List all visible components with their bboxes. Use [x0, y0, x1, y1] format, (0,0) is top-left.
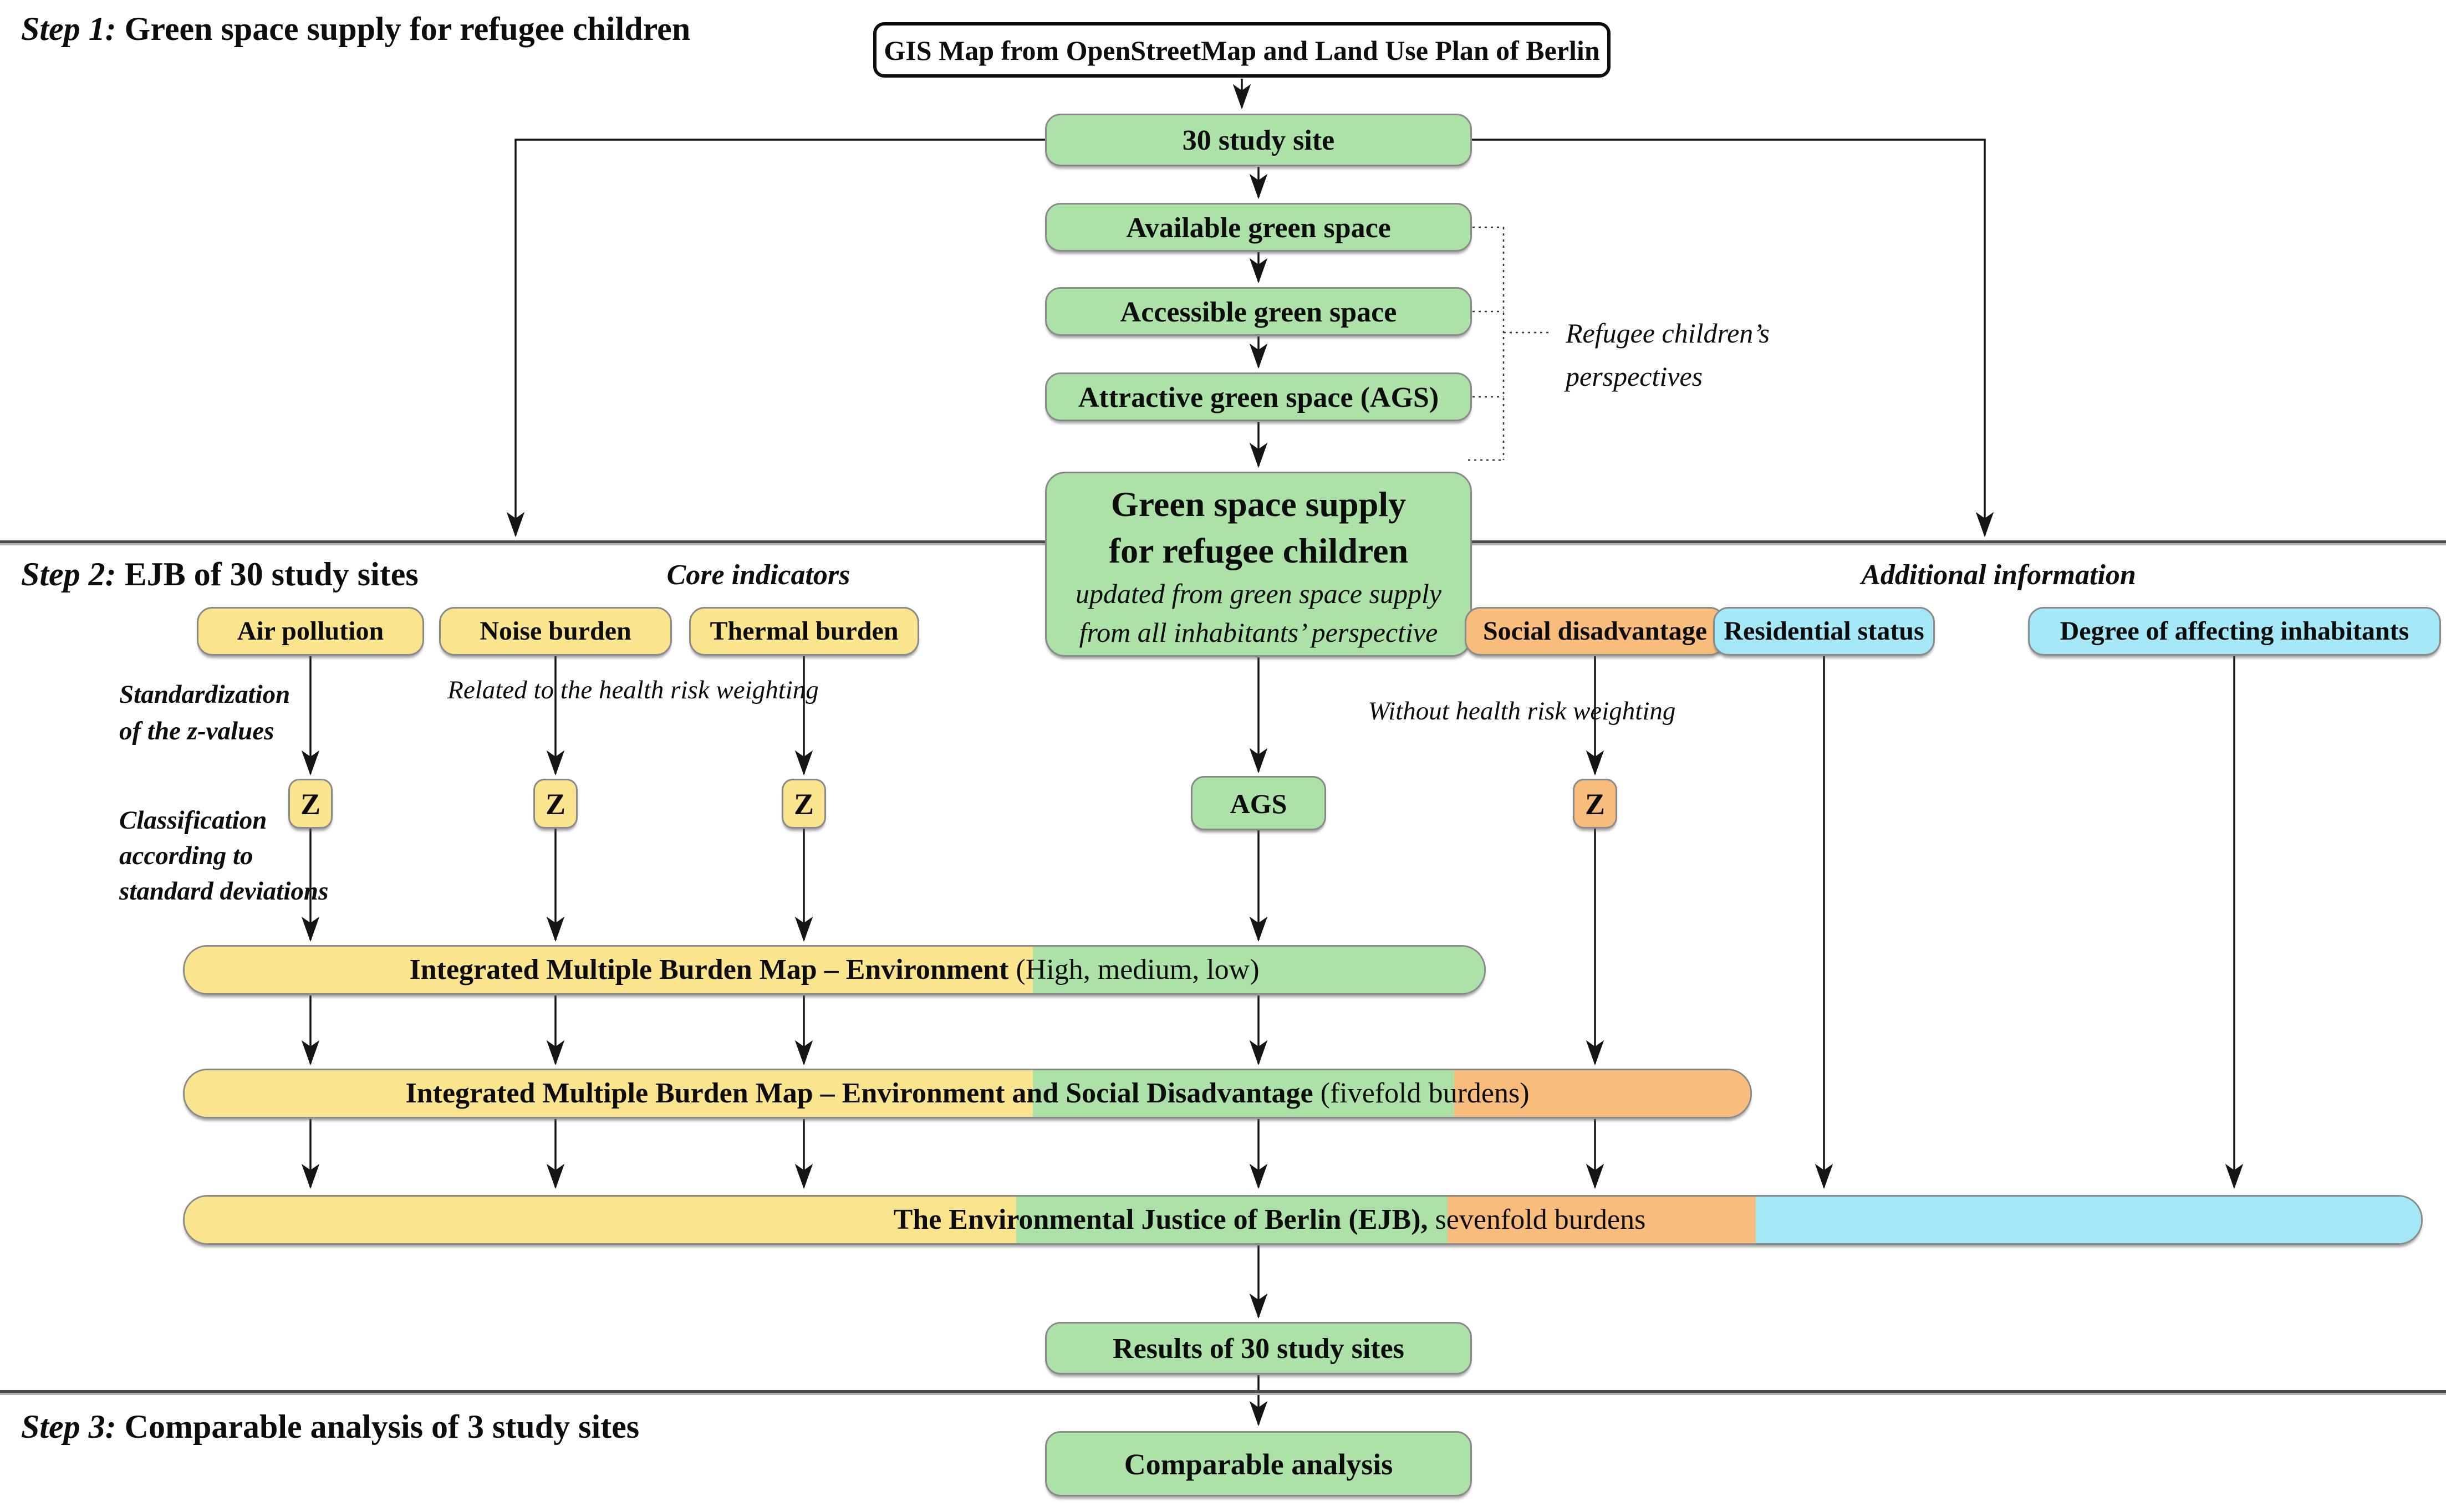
- related-weighting-note: Related to the health risk weighting: [447, 676, 819, 704]
- step2-title: Step 2: EJB of 30 study sites: [21, 555, 419, 594]
- classification-line3: standard deviations: [119, 877, 329, 906]
- supply-title-line1: Green space supply: [1110, 484, 1407, 524]
- thermal-burden-box: Thermal burden: [689, 607, 919, 656]
- additional-information-header: Additional information: [1861, 559, 2136, 591]
- step3-prefix: Step 3:: [21, 1408, 116, 1445]
- z-score-noise-box: Z: [533, 779, 578, 829]
- bar3-green-space-segment: [1016, 1197, 1448, 1243]
- bar1-label-rest: (High, medium, low): [1008, 954, 1260, 985]
- bar2-green-space-segment: [1033, 1070, 1454, 1117]
- ags-box: AGS: [1191, 776, 1326, 830]
- without-weighting-note: Without health risk weighting: [1368, 697, 1676, 726]
- comparable-analysis-box: Comparable analysis: [1045, 1431, 1472, 1496]
- bar1-green-space-segment: [1033, 947, 1484, 993]
- available-green-space-box: Available green space: [1045, 203, 1472, 252]
- supply-subtitle-line1: updated from green space supply: [1075, 578, 1442, 609]
- refugee-perspective-bracket: [1468, 226, 1552, 461]
- bar3-label-bold: The Environmental Justice of Berlin (EJB…: [893, 1204, 1428, 1235]
- step2-prefix: Step 2:: [21, 556, 116, 592]
- residential-status-box: Residential status: [1713, 607, 1935, 656]
- step1-prefix: Step 1:: [21, 11, 116, 47]
- bar2-label: Integrated Multiple Burden Map – Environ…: [183, 1069, 1752, 1118]
- bar3-social-segment: [1448, 1197, 1756, 1243]
- refugee-perspectives-note: Refugee children’s perspectives: [1566, 311, 1770, 398]
- bar2-label-bold: Integrated Multiple Burden Map – Environ…: [405, 1077, 1313, 1109]
- burden-map-social-bar: [183, 1069, 1752, 1118]
- bar2-environment-segment: [185, 1070, 1033, 1117]
- bar1-label-bold: Integrated Multiple Burden Map – Environ…: [409, 954, 1009, 985]
- burden-map-environment-bar: [183, 945, 1486, 995]
- step3-divider-line: [0, 1390, 2446, 1393]
- results-box: Results of 30 study sites: [1045, 1322, 1472, 1375]
- ejb-bar: [183, 1195, 2423, 1245]
- z-score-air-box: Z: [288, 779, 333, 829]
- supply-title-line2: for refugee children: [1108, 531, 1409, 570]
- bar1-label: Integrated Multiple Burden Map – Environ…: [183, 945, 1486, 995]
- classification-note: Classification according to standard dev…: [119, 803, 328, 909]
- step1-text: Green space supply for refugee children: [116, 11, 691, 47]
- bar3-environment-segment: [185, 1197, 1016, 1243]
- z-score-thermal-box: Z: [782, 779, 826, 829]
- gis-source-box: GIS Map from OpenStreetMap and Land Use …: [873, 22, 1611, 78]
- bar3-additional-info-segment: [1756, 1197, 2421, 1243]
- z-score-social-box: Z: [1573, 779, 1617, 829]
- attractive-green-space-box: Attractive green space (AGS): [1045, 372, 1472, 421]
- supply-subtitle-line2: from all inhabitants’ perspective: [1079, 617, 1438, 648]
- air-pollution-box: Air pollution: [197, 607, 424, 656]
- green-space-supply-box: Green space supply for refugee children …: [1045, 472, 1472, 657]
- classification-line2: according to: [119, 841, 253, 870]
- refugee-perspectives-line2: perspectives: [1566, 361, 1703, 392]
- bar3-label: The Environmental Justice of Berlin (EJB…: [183, 1195, 2356, 1245]
- bar3-label-rest: sevenfold burdens: [1428, 1204, 1646, 1235]
- step3-title: Step 3: Comparable analysis of 3 study s…: [21, 1408, 639, 1446]
- core-indicators-header: Core indicators: [666, 559, 850, 591]
- noise-burden-box: Noise burden: [439, 607, 672, 656]
- bar2-social-segment: [1454, 1070, 1750, 1117]
- standardization-line2: of the z-values: [119, 717, 274, 745]
- standardization-line1: Standardization: [119, 680, 291, 709]
- classification-line1: Classification: [119, 806, 267, 835]
- refugee-perspectives-line1: Refugee children’s: [1566, 318, 1770, 349]
- step1-title: Step 1: Green space supply for refugee c…: [21, 10, 690, 48]
- social-disadvantage-box: Social disadvantage: [1465, 607, 1725, 656]
- standardization-note: Standardization of the z-values: [119, 676, 290, 749]
- degree-affecting-inhabitants-box: Degree of affecting inhabitants: [2028, 607, 2441, 656]
- step3-text: Comparable analysis of 3 study sites: [116, 1408, 640, 1445]
- bar2-label-rest: (fivefold burdens): [1313, 1077, 1530, 1109]
- bar1-air-noise-thermal-segment: [185, 947, 1033, 993]
- step2-text: EJB of 30 study sites: [116, 556, 419, 592]
- accessible-green-space-box: Accessible green space: [1045, 287, 1472, 336]
- study-site-box: 30 study site: [1045, 114, 1472, 166]
